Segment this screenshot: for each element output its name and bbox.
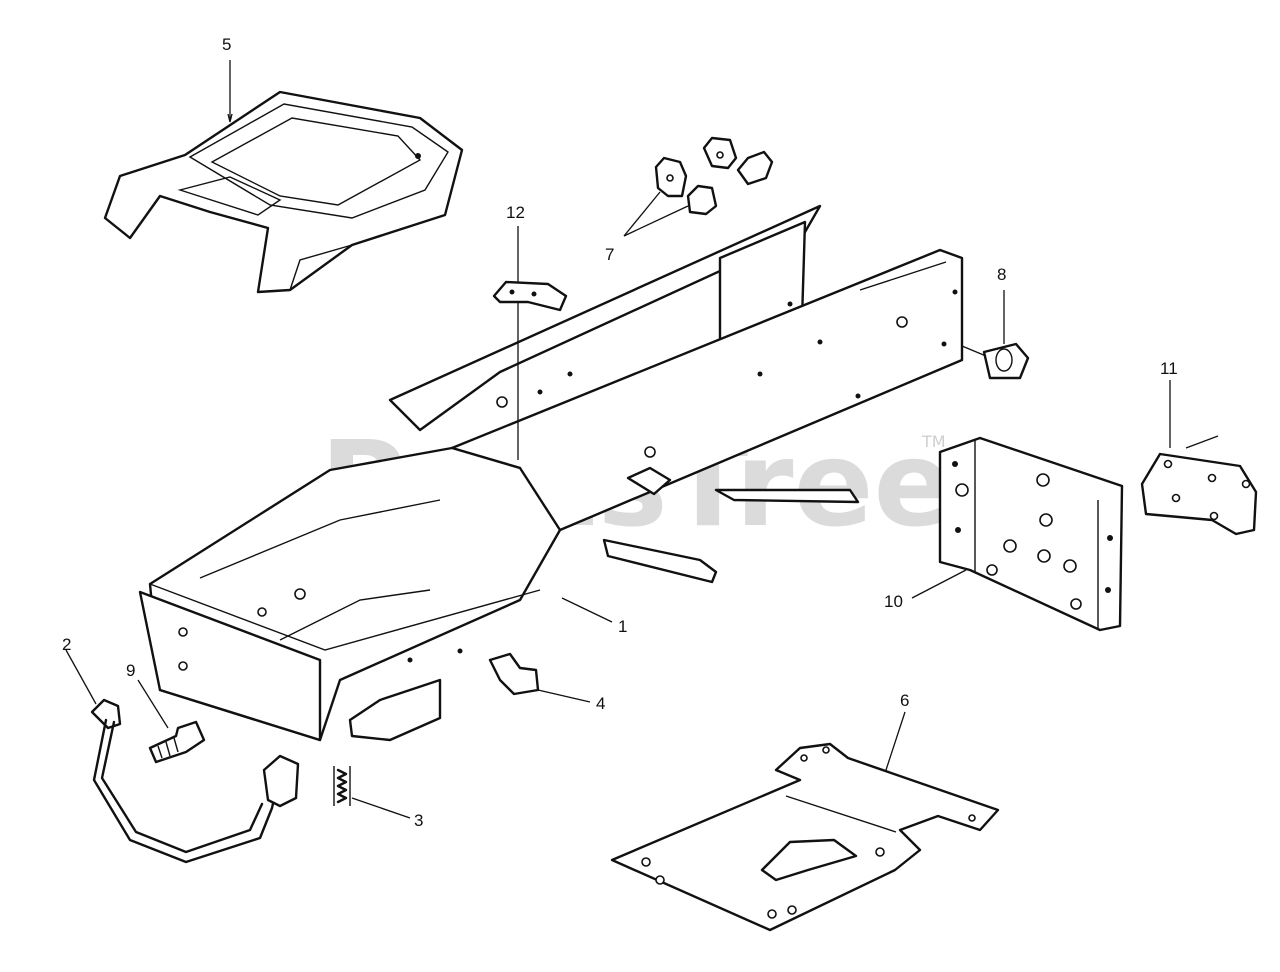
callout-7: 7	[605, 245, 614, 264]
callout-9: 9	[126, 661, 135, 680]
callout-8: 8	[997, 265, 1006, 284]
callout-3: 3	[414, 811, 423, 830]
part-3-spring[interactable]	[333, 766, 351, 806]
part-6-floor-plate[interactable]	[610, 742, 1000, 932]
callout-1: 1	[618, 617, 627, 636]
callout-12: 12	[506, 203, 525, 222]
part-9-bolt[interactable]	[148, 720, 206, 764]
part-10-mounting-plate[interactable]	[938, 436, 1124, 632]
callout-5: 5	[222, 35, 231, 54]
watermark-trademark: TM	[921, 432, 946, 451]
part-1-frame[interactable]	[138, 204, 964, 742]
callout-11: 11	[1160, 359, 1178, 378]
part-5-seat[interactable]	[103, 90, 464, 294]
callout-6: 6	[900, 691, 909, 710]
part-4-bolt[interactable]	[488, 652, 540, 696]
part-8-bushing[interactable]	[982, 342, 1030, 380]
part-12-bracket[interactable]	[492, 280, 568, 312]
leader-lines	[65, 60, 1171, 819]
part-7-clips[interactable]	[654, 136, 774, 216]
callout-4: 4	[596, 694, 605, 713]
part-2-rod[interactable]	[90, 698, 300, 864]
callout-10: 10	[884, 592, 903, 611]
part-11-plate[interactable]	[1140, 435, 1258, 536]
callout-2: 2	[62, 635, 71, 654]
